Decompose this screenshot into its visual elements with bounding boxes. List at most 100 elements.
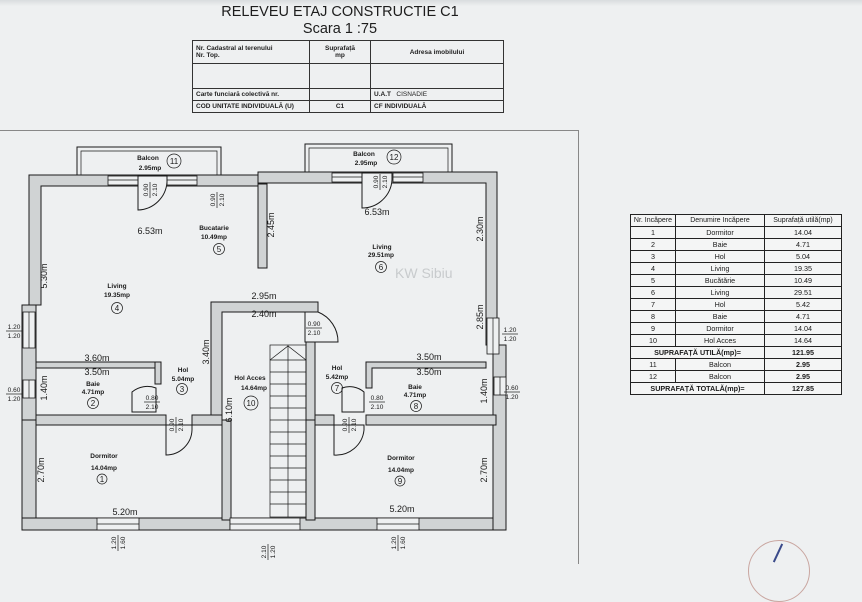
row-nr: 8 — [630, 310, 676, 323]
win-baie-right-width: 0.60 — [506, 385, 519, 392]
row-area: 14.04 — [764, 322, 842, 335]
room-3: Hol 5.04mp 3 — [172, 367, 194, 395]
useful-total-row: SUPRAFAȚĂ UTILĂ(mp)= 121.95 — [630, 346, 842, 359]
room-10-area: 14.64mp — [241, 385, 267, 392]
header-suprafata-text: Suprafață — [325, 45, 355, 52]
row-area: 2.95 — [764, 370, 842, 383]
door-baie-left-width: 0.80 — [146, 395, 159, 402]
row-nr: 1 — [630, 226, 676, 239]
grand-total-value: 127.85 — [764, 382, 842, 395]
room-3-area: 5.04mp — [172, 376, 194, 383]
cell-suprafata-value — [309, 63, 371, 89]
door-12-height: 2.10 — [382, 175, 389, 188]
door-bucatarie-height: 2.10 — [219, 193, 226, 206]
dim-kitchen-wall: 2.45m — [266, 212, 276, 237]
room-5-number: 5 — [217, 245, 222, 254]
cf-individuala-label: CF INDIVIDUALĂ — [370, 100, 504, 113]
dim-dorm-left-width: 5.20m — [112, 507, 137, 517]
win-baie-right-height: 1.20 — [506, 394, 519, 401]
room-4-area: 19.35mp — [104, 292, 130, 299]
room-5: Bucatarie 10.49mp 5 — [199, 225, 229, 255]
row-nr: 12 — [630, 370, 676, 383]
grand-total-row: SUPRAFAȚĂ TOTALĂ(mp)= 127.85 — [630, 382, 842, 395]
win-living-left-width: 1.20 — [8, 324, 21, 331]
room-9-area: 14.04mp — [388, 467, 414, 474]
interior-walls — [35, 301, 497, 521]
room-1-area: 14.04mp — [91, 465, 117, 472]
dim-baie-right-inner: 3.50m — [416, 367, 441, 377]
door-baie-right-height: 2.10 — [371, 404, 384, 411]
uat-value: CISNADIE — [396, 91, 428, 98]
scale-text: Scara 1 :75 — [302, 21, 378, 37]
room-7: Hol 5.42mp 7 — [326, 365, 348, 394]
cadastral-info-table: Nr. Cadastral al terenului Nr. Top. Supr… — [192, 40, 504, 113]
header-cadastral-text: Nr. Cadastral al terenului — [196, 45, 273, 52]
room-10: Hol Acces 14.64mp 10 — [234, 375, 267, 411]
room-1: Dormitor 14.04mp 1 — [90, 453, 118, 485]
room-4: Living 19.35mp 4 — [104, 283, 130, 314]
grand-total-label: SUPRAFAȚĂ TOTALĂ(mp)= — [630, 382, 765, 395]
row-nr: 3 — [630, 250, 676, 263]
room-6-number: 6 — [379, 263, 384, 272]
room-1-name: Dormitor — [90, 453, 118, 460]
staircase — [269, 344, 307, 518]
header-name: Denumire Incăpere — [675, 214, 765, 227]
header-top-text: Nr. Top. — [196, 52, 220, 59]
cell-cadastral-value — [192, 63, 310, 89]
paper-fold — [0, 0, 862, 6]
room-11-area: 2.95mp — [139, 165, 161, 172]
row-area: 14.04 — [764, 226, 842, 239]
door-dorm-right-width: 0.90 — [342, 418, 349, 431]
room-12-area: 2.95mp — [355, 160, 377, 167]
room-2-area: 4.71mp — [82, 389, 104, 396]
opening-labels: 0.90 2.10 0.90 2.10 0.90 2.10 0.90 2.10 … — [6, 174, 520, 560]
room-6: Living 29.51mp 6 — [368, 244, 394, 273]
row-area: 19.35 — [764, 262, 842, 275]
watermark: KW Sibiu — [395, 265, 453, 281]
floor-plan-frame — [0, 130, 579, 564]
document-title: RELEVEU ETAJ CONSTRUCTIE C1 Scara 1 :75 — [190, 4, 490, 38]
dim-baie-left-inner: 3.50m — [84, 367, 109, 377]
door-11-height: 2.10 — [152, 183, 159, 196]
door-dorm-left-height: 2.10 — [178, 418, 185, 431]
door-hol-acces-width: 0.90 — [308, 321, 321, 328]
row-area: 2.95 — [764, 358, 842, 371]
door-baie-left-height: 2.10 — [146, 404, 159, 411]
windows — [22, 172, 507, 531]
room-8-number: 8 — [414, 402, 419, 411]
cell-adresa-value — [370, 63, 504, 89]
win-baie-left-width: 0.60 — [8, 387, 21, 394]
door-11-width: 0.90 — [143, 183, 150, 196]
dim-hol-acces-outer: 2.95m — [251, 291, 276, 301]
room-11: Balcon 2.95mp 11 — [137, 153, 182, 172]
doors — [131, 172, 393, 456]
room-2-number: 2 — [91, 399, 96, 408]
room-7-number: 7 — [335, 384, 340, 393]
row-nr: 2 — [630, 238, 676, 251]
room-5-name: Bucatarie — [199, 225, 229, 232]
row-area: 4.71 — [764, 238, 842, 251]
dim-hol-height: 3.40m — [201, 339, 211, 364]
room-4-name: Living — [107, 283, 126, 290]
dim-dorm-left-height: 2.70m — [36, 457, 46, 482]
dim-living-right-width: 6.53m — [364, 207, 389, 217]
row-name: Dormitor — [675, 322, 765, 335]
room-labels: Dormitor 14.04mp 1 Baie 4.71mp 2 Hol 5.0… — [82, 149, 426, 487]
room-12: Balcon 2.95mp 12 — [353, 149, 402, 167]
row-area: 5.04 — [764, 250, 842, 263]
win-dorm-left-width: 1.20 — [111, 536, 118, 549]
header-area: Suprafață utilă(mp) — [764, 214, 842, 227]
row-area: 10.49 — [764, 274, 842, 287]
row-area: 29.51 — [764, 286, 842, 299]
dim-baie-left-outer: 3.60m — [84, 353, 109, 363]
official-stamp — [748, 540, 810, 602]
row-name: Baie — [675, 238, 765, 251]
room-6-name: Living — [372, 244, 391, 251]
room-12-name: Balcon — [353, 151, 375, 158]
room-10-name: Hol Acces — [234, 375, 266, 382]
